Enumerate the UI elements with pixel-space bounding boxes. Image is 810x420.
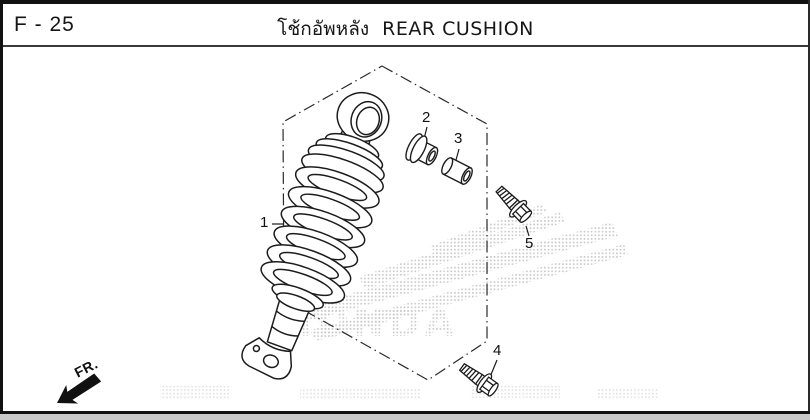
clevis-mount: [241, 337, 293, 380]
coil-spring: [260, 166, 380, 304]
page-edge-shadow: [0, 414, 810, 420]
rear-cushion-drawing: [241, 92, 390, 380]
part-label-2: 2: [422, 109, 431, 126]
page-border-bottom: [0, 411, 810, 414]
page-border-top: [0, 0, 810, 4]
page-border-right: [808, 0, 810, 413]
part-label-4: 4: [493, 342, 502, 359]
page-header: F - 25 โช้กอัพหลัง REAR CUSHION: [3, 4, 808, 47]
part-label-5: 5: [525, 235, 534, 252]
bushing-drawing: [405, 133, 439, 166]
damper-body: [266, 283, 324, 352]
page-border-left: [0, 0, 3, 413]
page-title-english: REAR CUSHION: [382, 18, 534, 40]
page-title: โช้กอัพหลัง REAR CUSHION: [3, 14, 808, 44]
page-code: F - 25: [14, 13, 75, 36]
honda-wing-watermark: HONDA: [160, 204, 658, 399]
part-label-1: 1: [260, 214, 269, 231]
collar-drawing: [441, 157, 473, 185]
flange-bolt-5-drawing: [495, 185, 533, 223]
part-label-3: 3: [454, 130, 463, 147]
page-title-thai: โช้กอัพหลัง: [277, 18, 370, 40]
fr-arrow-icon: [57, 373, 102, 404]
flange-bolt-4-drawing: [458, 362, 499, 397]
